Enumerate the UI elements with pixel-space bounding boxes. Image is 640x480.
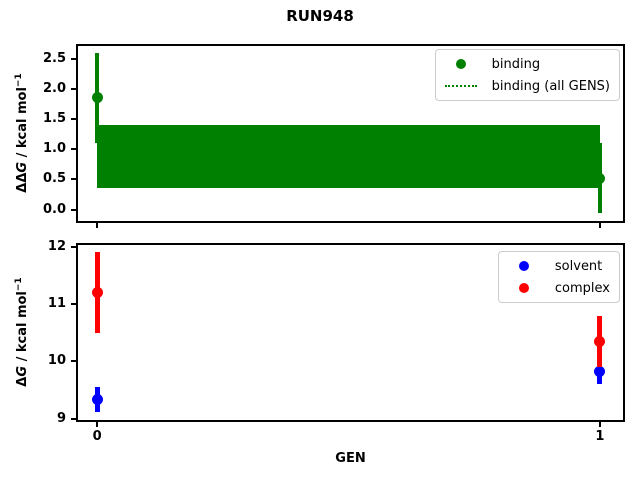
- figure-title: RUN948: [286, 7, 354, 25]
- x-tick-label: 0: [92, 429, 102, 444]
- x-tick-label: 1: [595, 429, 605, 444]
- y-tick-label: 12: [47, 239, 66, 255]
- y-tick-mark: [71, 246, 76, 248]
- y-tick-mark: [71, 57, 76, 60]
- y-tick-mark: [71, 148, 76, 151]
- y-tick-label: 11: [47, 296, 66, 312]
- bottom-legend: solvent complex: [497, 251, 620, 303]
- y-tick-mark: [71, 178, 76, 181]
- binding-marker-icon: [442, 59, 480, 69]
- x-tick-mark: [96, 223, 99, 228]
- legend-entry-binding-all-gens: binding (all GENS): [442, 75, 610, 97]
- y-tick-mark: [71, 417, 76, 420]
- y-tick-mark: [71, 360, 76, 363]
- binding-data-point: [594, 172, 606, 184]
- y-tick-label: 10: [47, 353, 66, 369]
- x-axis-label: GEN: [335, 451, 366, 466]
- solvent-data-point: [91, 394, 103, 406]
- x-tick-mark: [598, 422, 601, 427]
- bottom-plot-axes: solvent complex 9 10 11 12 0 1: [48, 239, 625, 444]
- y-tick-mark: [71, 208, 76, 211]
- complex-marker-icon: [505, 283, 543, 293]
- exponent-text: −1: [13, 277, 24, 292]
- y-tick-label: 1.5: [42, 111, 66, 127]
- y-tick-label: 0.0: [42, 201, 66, 217]
- y-tick-label: 2.5: [42, 50, 66, 66]
- complex-data-point: [91, 286, 103, 298]
- delta-symbol: Δ: [15, 376, 31, 387]
- legend-label-binding-all-gens: binding (all GENS): [491, 78, 610, 94]
- legend-label-binding: binding: [491, 56, 541, 72]
- dotted-line-icon: [442, 85, 480, 87]
- legend-entry-solvent: solvent: [505, 255, 610, 277]
- y-tick-label: 2.0: [42, 80, 66, 96]
- legend-label-complex: complex: [554, 280, 610, 296]
- binding-data-point: [91, 92, 103, 104]
- top-legend: binding binding (all GENS): [434, 49, 620, 101]
- x-tick-mark: [96, 422, 99, 427]
- y-tick-mark: [71, 118, 76, 121]
- uncertainty-band: [97, 125, 600, 189]
- solvent-data-point: [594, 365, 606, 377]
- y-tick-label: 9: [56, 410, 66, 426]
- y-tick-mark: [71, 303, 76, 306]
- y-tick-label: 0.5: [42, 171, 66, 187]
- bottom-y-axis-label: ΔG / kcal mol−1: [14, 277, 30, 386]
- legend-entry-complex: complex: [505, 277, 610, 299]
- legend-label-solvent: solvent: [554, 258, 603, 274]
- top-plot-axes: binding binding (all GENS) 0.0 0.5 1.0 1.5 2…: [43, 44, 625, 228]
- legend-entry-binding: binding: [442, 53, 610, 75]
- complex-data-point: [594, 335, 606, 347]
- solvent-marker-icon: [505, 261, 543, 271]
- y-tick-mark: [71, 87, 76, 90]
- y-tick-label: 1.0: [42, 141, 66, 157]
- x-tick-mark: [598, 223, 601, 228]
